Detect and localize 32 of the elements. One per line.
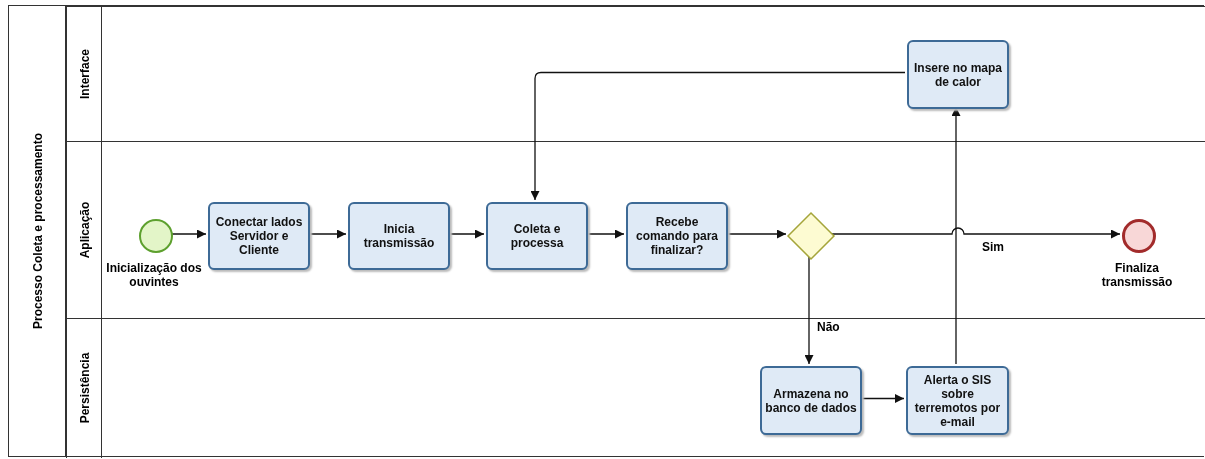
edge-label: Sim [980, 240, 1006, 254]
arrow [804, 256, 814, 365]
arrow [170, 229, 207, 239]
pool-label: Processo Coleta e processamento [30, 131, 45, 332]
task-box: Conectar lados Servidor e Cliente [208, 202, 310, 270]
pool [8, 5, 1204, 457]
task-box: Insere no mapa de calor [907, 40, 1009, 109]
arrow [951, 106, 961, 365]
task-box: Recebe comando para finalizar? [626, 202, 728, 270]
event-label: Finaliza transmissão [1100, 261, 1174, 289]
start-event-circle [139, 219, 173, 253]
swim-lane [66, 141, 1205, 318]
task-box: Armazena no banco de dados [760, 366, 862, 435]
task-box: Coleta e processa [486, 202, 588, 270]
arrow [585, 229, 625, 239]
arrow [307, 229, 347, 239]
lane-label: Persistência [77, 351, 92, 426]
swim-lane [66, 6, 1205, 141]
lane-label: Aplicação [77, 200, 92, 260]
arrow [725, 229, 787, 239]
edge-label: Não [815, 320, 842, 334]
task-box: Alerta o SIS sobre terremotos por e-mail [906, 366, 1009, 435]
arrow [447, 229, 485, 239]
arrow [831, 227, 1121, 239]
swim-lane [66, 318, 1205, 458]
end-event-circle [1122, 219, 1156, 253]
arrow [859, 394, 905, 403]
task-box: Inicia transmissão [348, 202, 450, 270]
event-label: Inicialização dos ouvintes [105, 261, 203, 289]
arrow [530, 71, 906, 201]
gateway-diamond [788, 213, 834, 259]
lane-label: Interface [77, 47, 92, 101]
